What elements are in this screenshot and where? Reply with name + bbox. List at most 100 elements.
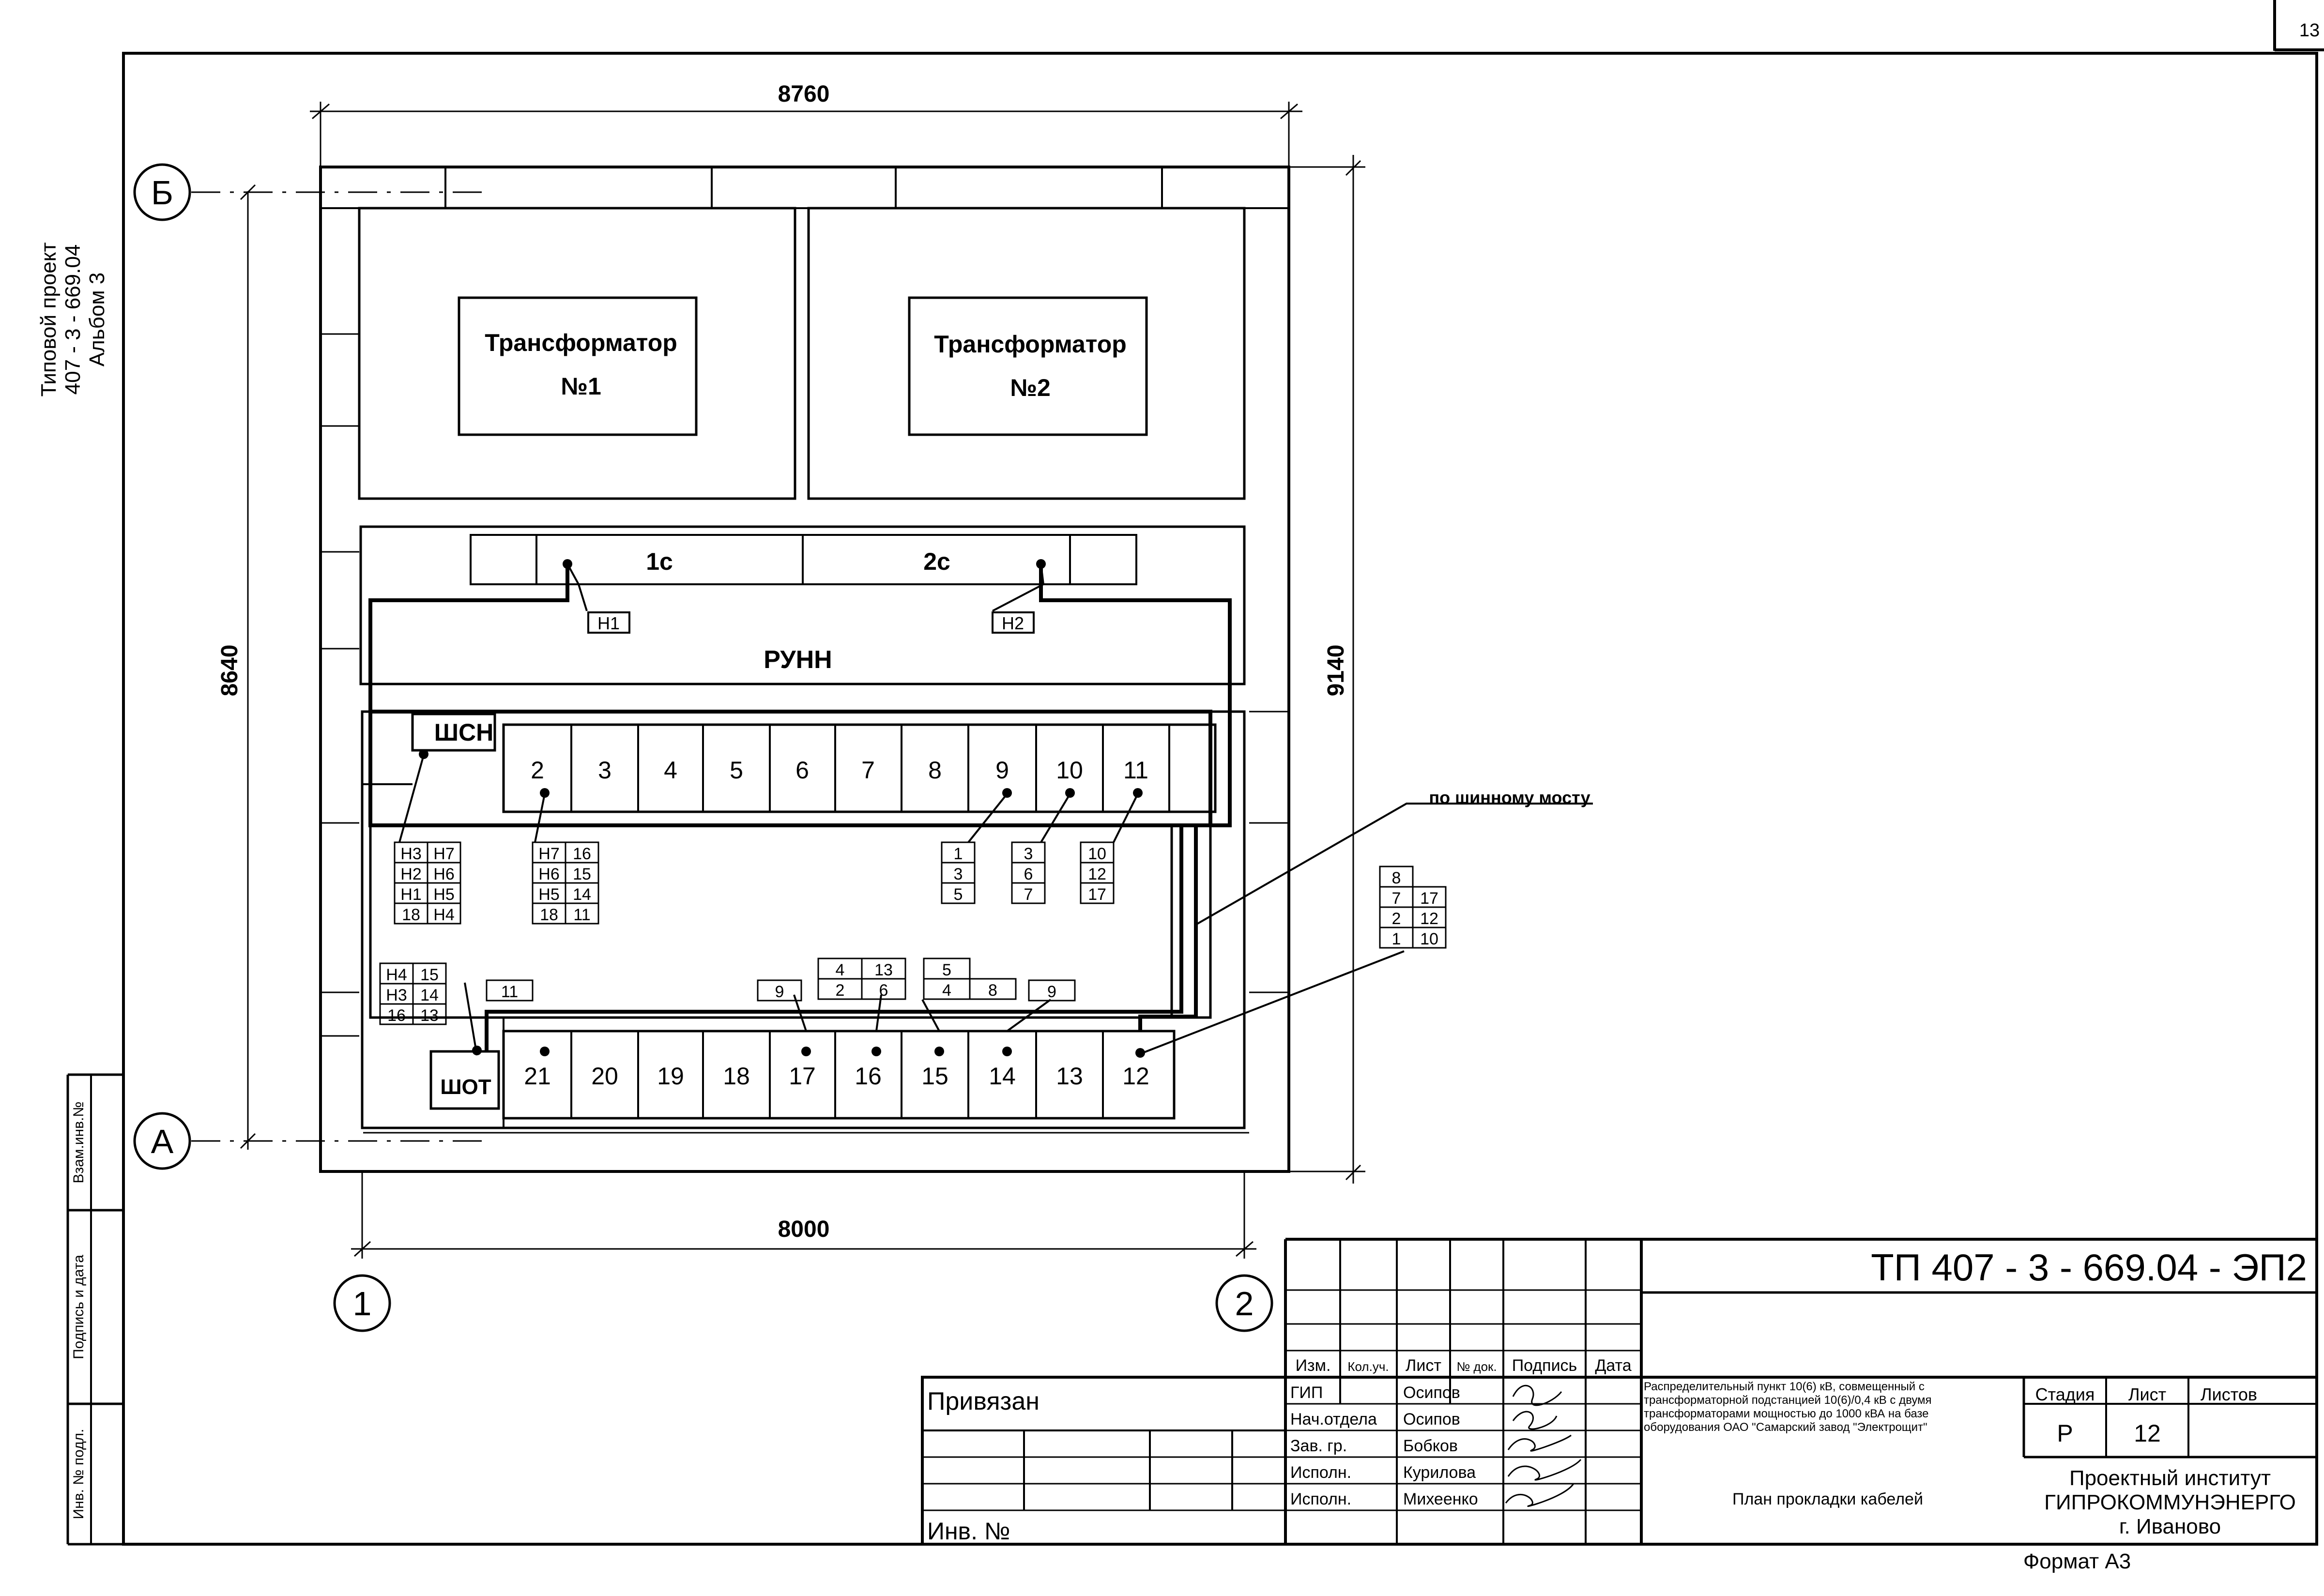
cable-number: 4: [942, 981, 951, 1000]
top-cell-2-label: 2: [531, 757, 544, 784]
staff-name: Курилова: [1403, 1463, 1476, 1482]
cable-number: Н5: [538, 885, 559, 904]
top-cell-7-label: 7: [861, 757, 875, 784]
page-number: 13: [2299, 20, 2320, 41]
cable-table-cell: [412, 1003, 447, 1025]
inv-label: Инв. №: [927, 1518, 1010, 1545]
cable-number: 6: [1024, 865, 1033, 883]
top-cell-4-label: 4: [664, 757, 677, 784]
project-description: Распределительный пункт 10(6) кВ, совмещ…: [1644, 1380, 1932, 1434]
cable-number: 15: [573, 865, 591, 883]
description-line: трансформаторной подстанцией 10(6)/0,4 к…: [1644, 1394, 1932, 1407]
top-cell-5-label: 5: [730, 757, 743, 784]
privyazan-label: Привязан: [927, 1387, 1040, 1415]
staff-role: Исполн.: [1290, 1490, 1351, 1508]
cable-table-cell: [861, 978, 906, 1000]
cable-number: 10: [1088, 845, 1106, 863]
transformer-2-title: Трансформатор: [934, 331, 1127, 358]
title-block: [921, 1238, 2318, 1546]
shot-box: [429, 1050, 500, 1110]
cable-number: 9: [1047, 983, 1056, 1001]
cable-number: 7: [1024, 885, 1033, 904]
org-line-3: г. Иваново: [2119, 1515, 2221, 1538]
side-stamp-line-3: Альбом 3: [85, 273, 109, 367]
runn-label: РУНН: [764, 646, 832, 674]
format-label: Формат А3: [2023, 1550, 2131, 1573]
cable-table-cell: [486, 979, 534, 1002]
cable-leaders: [398, 563, 1593, 1056]
description-line: оборудования ОАО "Самарский завод "Элект…: [1644, 1421, 1927, 1434]
bottom-cell-14-label: 14: [989, 1063, 1016, 1090]
cable-routes: [368, 564, 1232, 1051]
doc-code: ТП 407 - 3 - 669.04 - ЭП2: [1871, 1246, 2307, 1289]
sheet-label: Лист: [2128, 1384, 2166, 1404]
dim-top: 8760: [778, 81, 830, 107]
cable-number: 14: [420, 986, 439, 1004]
dim-left: 8640: [217, 645, 243, 697]
cable-number: 16: [573, 845, 591, 863]
bottom-cell-19-label: 19: [657, 1063, 684, 1090]
cable-table-cell: [1080, 882, 1115, 904]
cable-number: Н1: [400, 885, 421, 904]
cable-number: Н2: [400, 865, 421, 883]
cable-number: 10: [1420, 930, 1438, 948]
cable-table-cell: [565, 902, 599, 925]
sheet-value: 12: [2134, 1420, 2161, 1447]
cable-number: 4: [836, 961, 845, 979]
cable-number: 11: [573, 906, 590, 924]
bottom-cell-21-label: 21: [524, 1063, 551, 1090]
cable-number: 12: [1420, 910, 1438, 928]
cable-number: Н4: [386, 966, 407, 984]
handwritten-signatures: [1505, 1384, 1582, 1507]
stage-value: Р: [2057, 1420, 2073, 1447]
cable-table-cell: [1028, 979, 1076, 1002]
dimension-lines: [240, 102, 1365, 1259]
cable-table-cell: [1011, 882, 1046, 904]
description-line: Распределительный пункт 10(6) кВ, совмещ…: [1644, 1380, 1925, 1393]
rev-header-1: Кол.уч.: [1347, 1359, 1389, 1374]
cable-number: 15: [420, 966, 439, 984]
axis-lines: [191, 191, 484, 1142]
cable-number: 3: [954, 865, 963, 883]
dim-right: 9140: [1323, 645, 1349, 697]
cable-number: 13: [874, 961, 893, 979]
cable-number: 5: [942, 961, 951, 979]
cable-number: 9: [775, 983, 784, 1001]
cable-number: Н3: [386, 986, 407, 1004]
cable-table-cell: [757, 979, 802, 1002]
cable-number: 14: [573, 885, 591, 904]
cable-number: 7: [1392, 889, 1401, 908]
side-stamp-line-1: Типовой проект: [37, 242, 61, 396]
cable-number: 18: [402, 906, 420, 924]
staff-role: Исполн.: [1290, 1463, 1351, 1482]
cable-number: 17: [1088, 885, 1106, 904]
left-col-inv: Инв. № подл.: [71, 1429, 87, 1520]
staff-role: Зав. гр.: [1290, 1437, 1347, 1455]
cable-number: 16: [387, 1006, 406, 1025]
shsn-box: [411, 713, 496, 752]
staff-name: Осипов: [1403, 1410, 1460, 1429]
cable-entry-dots: [419, 559, 1145, 1058]
staff-role: Нач.отдела: [1290, 1410, 1377, 1429]
rev-header-0: Изм.: [1296, 1356, 1331, 1375]
axis-b-label: Б: [151, 174, 173, 212]
bottom-cell-16-label: 16: [855, 1063, 882, 1090]
bottom-cell-17-label: 17: [789, 1063, 816, 1090]
side-stamp-line-2: 407 - 3 - 669.04: [61, 244, 85, 395]
cable-number: 17: [1420, 889, 1438, 908]
staff-role: ГИП: [1290, 1383, 1323, 1402]
cable-number: Н6: [538, 865, 559, 883]
top-switchgear-row: [502, 723, 1217, 813]
rev-header-5: Дата: [1595, 1356, 1631, 1375]
org-line-2: ГИПРОКОММУНЭНЕРГО: [2044, 1490, 2296, 1514]
staff-name: Бобков: [1403, 1437, 1458, 1455]
transformer-1-title: Трансформатор: [485, 329, 677, 356]
top-cell-6-label: 6: [795, 757, 809, 784]
top-cell-3-label: 3: [598, 757, 612, 784]
cable-number: Н7: [538, 845, 559, 863]
